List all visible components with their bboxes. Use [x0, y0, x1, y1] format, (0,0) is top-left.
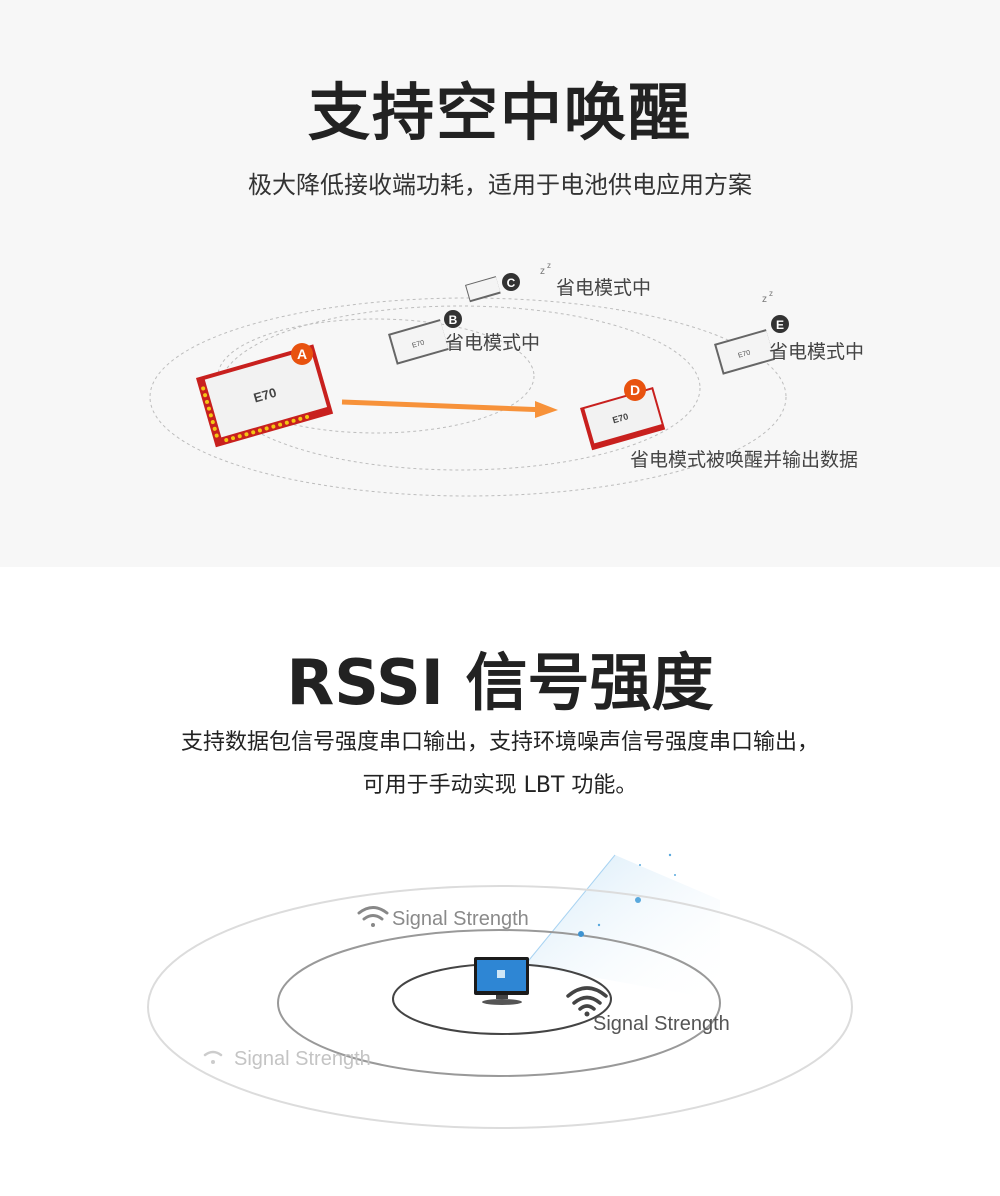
wakeup-title: 支持空中唤醒 — [307, 76, 692, 149]
node-d-label: 省电模式被唤醒并输出数据 — [630, 449, 859, 471]
node-e-label: 省电模式中 — [769, 341, 865, 363]
node-c-label: 省电模式中 — [556, 277, 652, 299]
module-e: E70 — [714, 329, 775, 375]
svg-text:A: A — [297, 346, 307, 362]
rssi-desc-line1: 支持数据包信号强度串口输出，支持环境噪声信号强度串口输出， — [180, 730, 819, 755]
signal-label-medium: Signal Strength — [392, 908, 529, 930]
rssi-section — [0, 567, 1000, 1196]
svg-text:E70: E70 — [611, 411, 629, 425]
svg-text:C: C — [507, 276, 516, 290]
svg-text:z: z — [547, 261, 551, 270]
wifi-weak-icon — [203, 1050, 223, 1057]
svg-text:E: E — [776, 318, 784, 332]
svg-text:z: z — [540, 266, 545, 277]
computer-monitor-icon — [474, 957, 529, 1005]
wifi-medium-icon — [357, 906, 389, 921]
svg-text:z: z — [769, 289, 773, 298]
wifi-strong-icon — [566, 986, 608, 1011]
svg-text:z: z — [762, 294, 767, 305]
module-d: E70 — [580, 387, 666, 451]
wakeup-diagram: E70 A E70 B C z z E70 D E70 E z z — [149, 261, 789, 497]
rssi-desc-line2: 可用于手动实现 LBT 功能。 — [362, 773, 638, 798]
module-c — [465, 276, 501, 303]
node-b-label: 省电模式中 — [445, 332, 541, 354]
svg-text:D: D — [630, 382, 640, 398]
svg-text:E70: E70 — [737, 349, 751, 359]
svg-text:B: B — [449, 313, 458, 327]
signal-label-weak: Signal Strength — [234, 1048, 371, 1070]
module-b: E70 — [388, 319, 449, 365]
signal-label-strong: Signal Strength — [593, 1013, 730, 1035]
svg-text:E70: E70 — [252, 385, 278, 406]
wakeup-section — [0, 0, 1000, 567]
rssi-title: RSSI 信号强度 — [286, 646, 714, 719]
svg-text:E70: E70 — [411, 339, 425, 349]
module-a: E70 — [196, 344, 334, 448]
wakeup-subtitle: 极大降低接收端功耗，适用于电池供电应用方案 — [248, 171, 752, 199]
